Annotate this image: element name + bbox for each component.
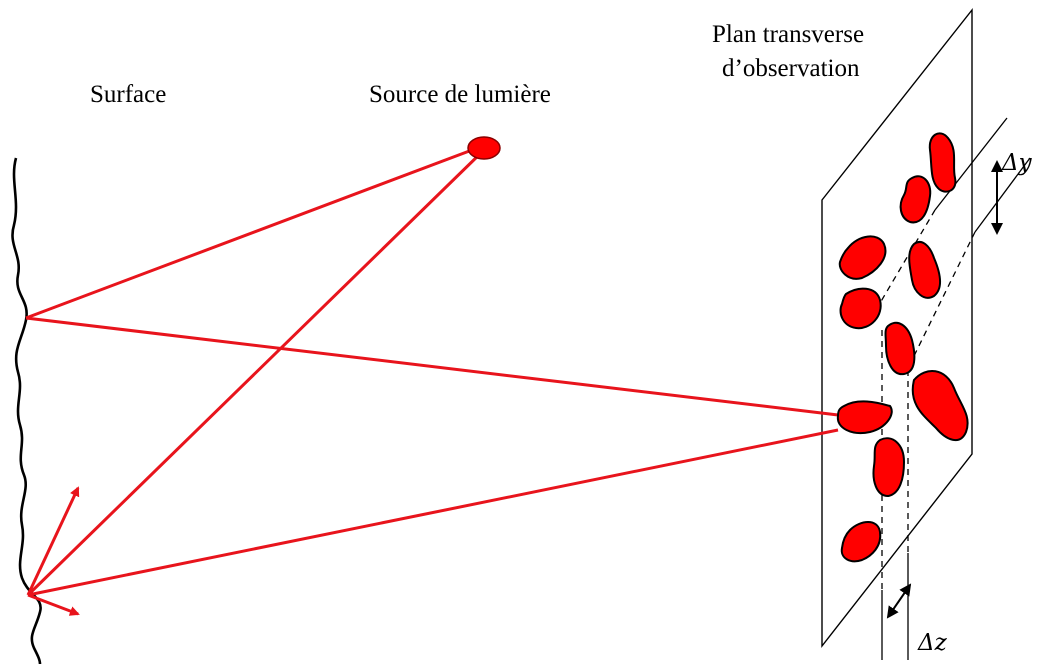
light-source-label: Source de lumière xyxy=(369,81,551,108)
speckle-2 xyxy=(899,175,932,224)
observation-plane xyxy=(821,7,973,649)
speckle-6 xyxy=(884,321,916,376)
delta-z-arrow xyxy=(886,583,912,619)
speckle-8 xyxy=(836,400,893,434)
speckle-3 xyxy=(838,235,887,280)
delta-y-dashed-lower xyxy=(911,231,976,361)
light-source xyxy=(467,136,501,160)
ray-source-to-surface-lower xyxy=(26,148,486,597)
scatter-arrow-up xyxy=(26,486,80,596)
observation-plane-label-line2: d’observation xyxy=(722,55,860,82)
speckle-7 xyxy=(911,370,969,442)
speckle-4 xyxy=(908,240,941,299)
delta-y-guide-top xyxy=(934,117,1008,211)
scatter-arrow-right xyxy=(27,593,80,616)
speckle-1 xyxy=(928,132,957,193)
observation-plane-label-line1: Plan transverse xyxy=(712,21,865,48)
ray-surface-lower-to-plane xyxy=(27,428,839,597)
speckle-5 xyxy=(839,287,882,330)
speckle-10 xyxy=(840,521,882,563)
rough-surface xyxy=(11,157,42,665)
speckle-9 xyxy=(872,437,906,498)
ray-source-to-surface-upper xyxy=(25,145,481,320)
delta-z-label: Δz xyxy=(918,630,947,656)
delta-y-label: Δy xyxy=(1002,150,1032,176)
surface-label: Surface xyxy=(90,81,167,108)
ray-surface-upper-to-plane xyxy=(25,316,839,417)
speckle-pattern xyxy=(836,132,969,563)
